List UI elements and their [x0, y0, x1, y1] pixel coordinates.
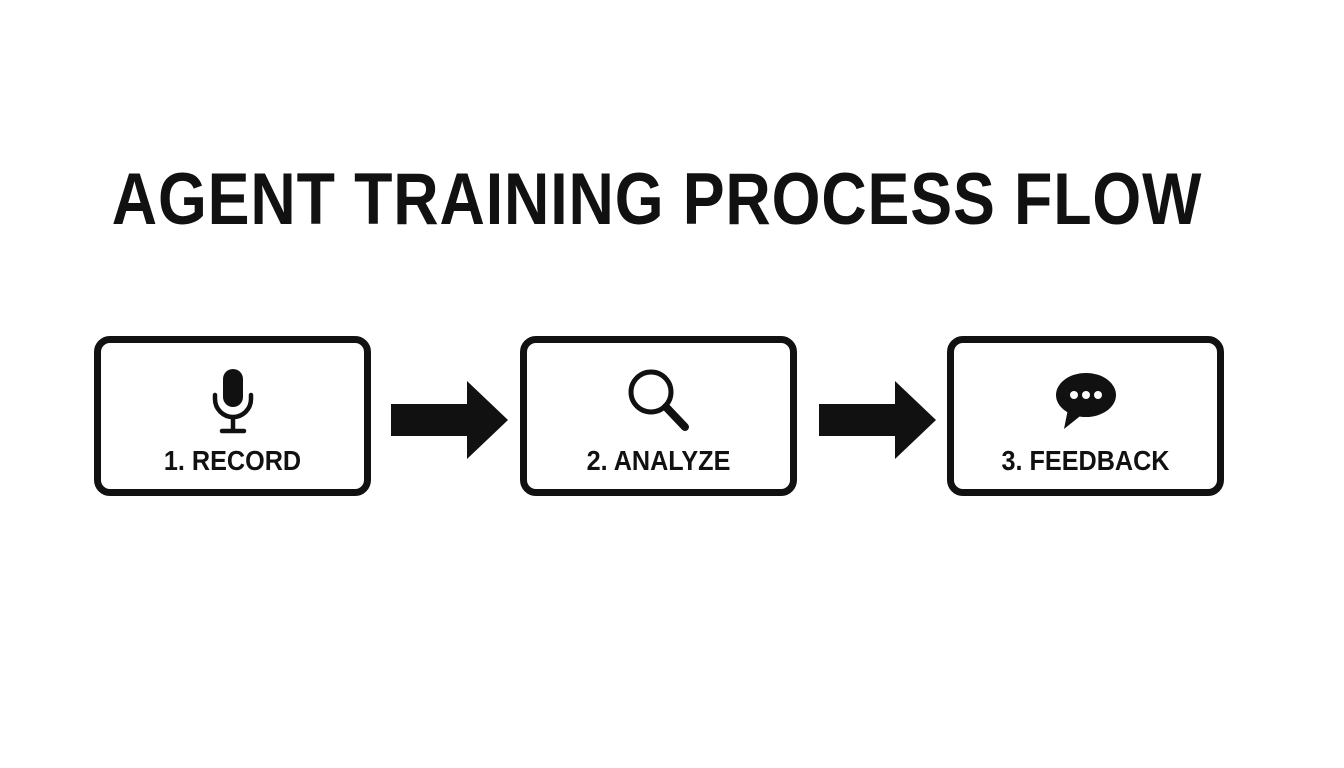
step-feedback-box: 3. FEEDBACK [947, 336, 1224, 496]
magnifier-icon [621, 363, 697, 439]
microphone-icon [195, 363, 271, 439]
flow-arrow-2 [819, 381, 936, 459]
chat-bubble-icon [1048, 363, 1124, 439]
step-analyze-box: 2. ANALYZE [520, 336, 797, 496]
step-record-box: 1. RECORD [94, 336, 371, 496]
flow-arrow-1 [391, 381, 508, 459]
step-record-label: 1. RECORD [163, 445, 302, 476]
diagram-title: AGENT TRAINING PROCESS FLOW [111, 159, 1203, 240]
step-analyze-label: 2. ANALYZE [586, 445, 731, 476]
step-feedback-label: 3. FEEDBACK [1001, 445, 1170, 476]
